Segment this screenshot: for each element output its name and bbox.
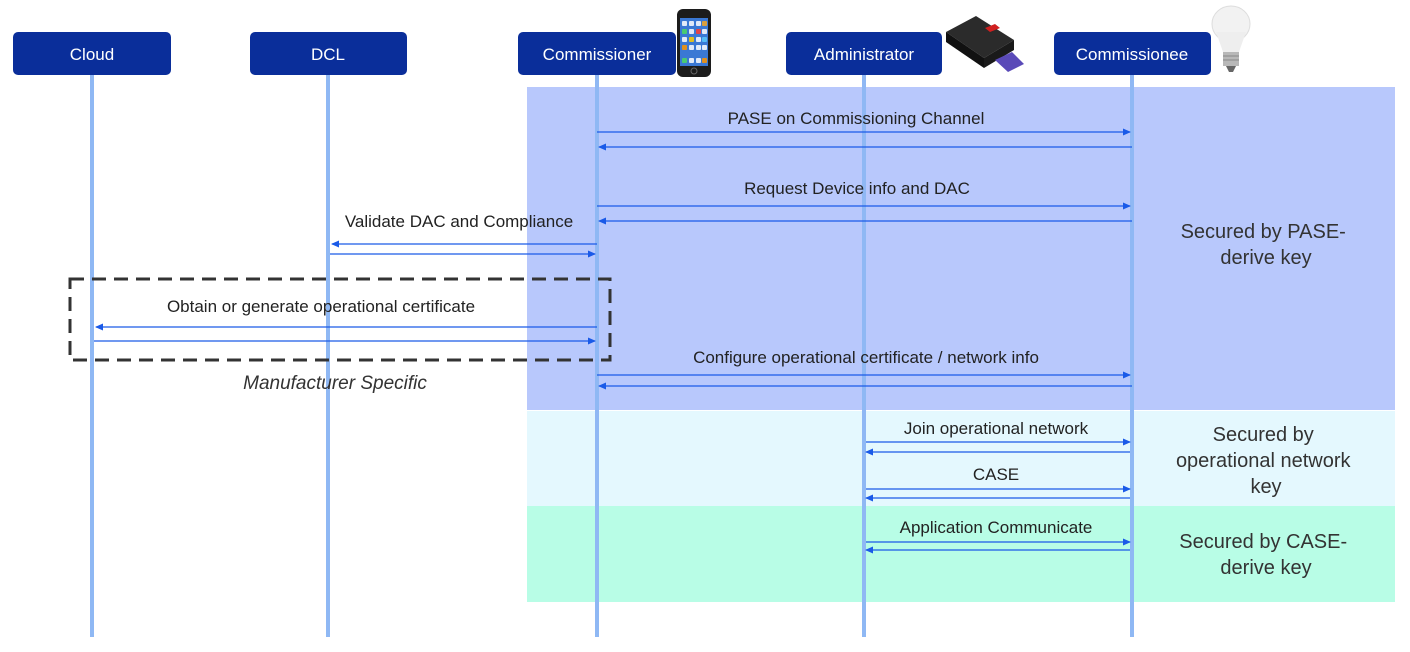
zone-pase	[527, 87, 1395, 410]
actor-dcl-label: DCL	[311, 45, 345, 64]
manufacturer-specific-box	[68, 277, 612, 362]
hub-device-icon	[946, 16, 1024, 72]
smartphone-icon	[677, 9, 711, 77]
zone-network	[527, 411, 1395, 506]
message-configure-cert: Configure operational certificate / netw…	[597, 348, 1132, 390]
zone-network-text: Secured by operational network key	[1176, 424, 1356, 498]
actor-commissionee-label: Commissionee	[1076, 45, 1188, 64]
message-pase-label: PASE on Commissioning Channel	[728, 109, 985, 128]
message-validate-dac: Validate DAC and Compliance	[330, 212, 597, 258]
actor-administrator-label: Administrator	[814, 45, 914, 64]
zone-case-text: Secured by CASE- derive key	[1179, 531, 1352, 579]
message-request-device-info-label: Request Device info and DAC	[744, 179, 970, 198]
message-join-network-label: Join operational network	[904, 419, 1089, 438]
light-bulb-icon	[1211, 5, 1251, 72]
message-validate-dac-label: Validate DAC and Compliance	[345, 212, 573, 231]
message-case: CASE	[865, 465, 1131, 502]
zone-case	[527, 506, 1395, 602]
actor-cloud: Cloud	[13, 32, 171, 75]
manufacturer-specific-label: Manufacturer Specific	[243, 373, 427, 394]
message-case-label: CASE	[973, 465, 1019, 484]
actor-commissioner: Commissioner	[518, 32, 676, 75]
message-obtain-cert: Obtain or generate operational certifica…	[94, 297, 597, 345]
message-join-network: Join operational network	[865, 419, 1131, 456]
message-request-device-info: Request Device info and DAC	[597, 179, 1132, 225]
actor-administrator: Administrator	[786, 32, 942, 75]
message-app-communicate-label: Application Communicate	[900, 518, 1093, 537]
message-pase: PASE on Commissioning Channel	[597, 109, 1132, 151]
actor-commissioner-label: Commissioner	[543, 45, 652, 64]
actor-dcl: DCL	[250, 32, 407, 75]
message-configure-cert-label: Configure operational certificate / netw…	[693, 348, 1039, 367]
message-app-communicate: Application Communicate	[865, 518, 1131, 554]
zone-pase-text: Secured by PASE- derive key	[1181, 221, 1352, 269]
message-obtain-cert-label: Obtain or generate operational certifica…	[167, 297, 475, 316]
actor-commissionee: Commissionee	[1054, 32, 1211, 75]
actor-cloud-label: Cloud	[70, 45, 114, 64]
